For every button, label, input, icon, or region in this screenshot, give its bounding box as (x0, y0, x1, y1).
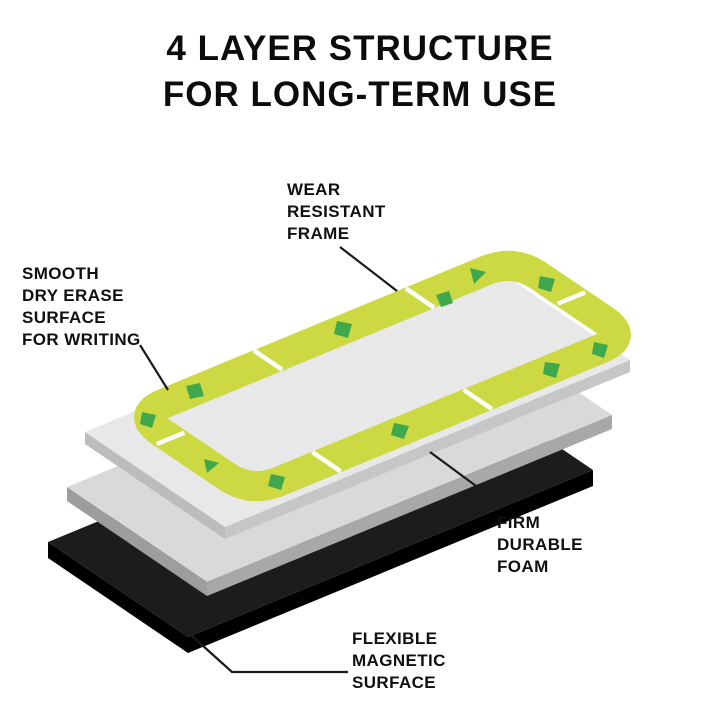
frame-confetti (140, 268, 608, 490)
confetti-piece (543, 362, 560, 378)
label-wear-resistant-frame: WEAR RESISTANT FRAME (287, 180, 386, 243)
label-smooth-dry-erase-surface: SMOOTH DRY ERASE SURFACE FOR WRITING (22, 264, 141, 349)
magnetic-layer-front-edge (188, 470, 593, 653)
magnetic-layer-left-edge (48, 542, 188, 653)
frame-slash (556, 290, 587, 306)
frame-white-slashes (155, 286, 587, 474)
confetti-piece (391, 423, 409, 439)
confetti-piece (436, 291, 453, 307)
confetti-piece (204, 459, 219, 473)
confetti-piece (268, 474, 285, 490)
foam-layer-left-edge (67, 487, 207, 596)
confetti-piece (140, 412, 156, 428)
frame-callout-line (339, 246, 398, 292)
dry-erase-layer-front-edge (225, 360, 630, 539)
dry-erase-callout-line (139, 344, 169, 391)
label-firm-durable-foam: FIRM DURABLE FOAM (497, 513, 583, 576)
confetti-piece (538, 276, 555, 292)
dry-erase-layer-left-edge (85, 432, 225, 539)
label-flexible-magnetic-surface: FLEXIBLE MAGNETIC SURFACE (352, 629, 446, 692)
wear-frame-layer (134, 250, 631, 502)
foam-callout-line (429, 451, 496, 501)
frame-slash (404, 286, 436, 310)
magnetic-callout-line (191, 635, 348, 674)
confetti-piece (334, 321, 352, 338)
frame-slash (252, 348, 284, 372)
callout-lines (139, 246, 496, 674)
confetti-piece (592, 342, 608, 358)
foam-layer-front-edge (207, 415, 612, 596)
confetti-piece (186, 383, 204, 399)
frame-slash (311, 450, 342, 474)
frame-slash (155, 430, 186, 447)
frame-slash (462, 387, 494, 411)
confetti-piece (470, 268, 486, 284)
page-title: 4 LAYER STRUCTURE FOR LONG-TERM USE (162, 29, 558, 115)
